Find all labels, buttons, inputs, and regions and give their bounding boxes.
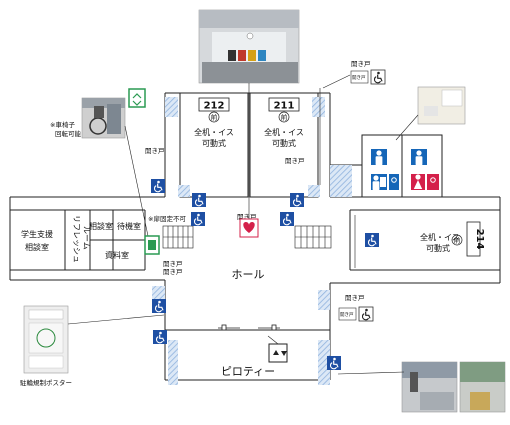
room-214-number: 214 xyxy=(474,229,485,250)
room-211-seat: 全机・イス xyxy=(264,127,304,137)
entrance-photo-1 xyxy=(401,361,458,413)
toilet-wc-2 xyxy=(389,174,399,190)
student-support-label: 学生支援 xyxy=(21,229,53,239)
bicycle-poster-label: 駐輪規制ポスター xyxy=(20,378,72,387)
documents-label: 資料室 xyxy=(105,250,129,260)
wheelchair-icon-9 xyxy=(190,211,206,227)
entrance-photo-2 xyxy=(459,361,506,413)
consult-room-label: 相談室 xyxy=(25,242,49,252)
waiting-label: 待機室 xyxy=(117,221,141,231)
poster-photo xyxy=(23,305,69,374)
open-door-label-1: 開き戸 xyxy=(145,147,165,155)
room-212-number: 212 xyxy=(204,101,225,112)
room-212: 212 前 全机・イス 可動式 xyxy=(194,97,234,148)
door-badge-top-right: 開き戸 xyxy=(350,69,386,85)
consult-label: 相談室 xyxy=(89,221,113,231)
piloti-label: ピロティー xyxy=(221,365,275,378)
open-door-label-4: 開き戸 xyxy=(237,213,257,221)
door-fixed-note: ※扉固定不可 xyxy=(148,214,186,223)
toilet-male-1 xyxy=(371,149,387,166)
hall-label: ホール xyxy=(232,268,265,281)
wheelchair-icon-5 xyxy=(364,232,380,248)
room-214-seat: 全机・イス xyxy=(420,232,460,242)
room-211-number: 211 xyxy=(274,101,295,112)
heart-icon xyxy=(239,218,259,238)
door-badge-top-right-label: 開き戸 xyxy=(352,75,366,81)
open-door-label-5: 開き戸 xyxy=(163,260,183,268)
room-214-mark: 前 xyxy=(454,235,461,244)
wheelchair-photo xyxy=(81,97,126,139)
door-badge-lower-right-label: 開き戸 xyxy=(340,312,354,318)
wheelchair-icon-7 xyxy=(151,298,167,314)
toilet-male-2 xyxy=(411,149,427,166)
room-212-movable: 可動式 xyxy=(202,138,226,148)
room-212-seat: 全机・イス xyxy=(194,127,234,137)
open-door-label-3: 開き戸 xyxy=(351,60,371,68)
refresh-label-1: リフレッシュ xyxy=(72,215,81,263)
wheelchair-turn-note-1: ※車椅子 xyxy=(50,120,75,129)
stairs-left xyxy=(162,225,194,249)
wheelchair-icon-6 xyxy=(150,178,166,194)
wheelchair-icon-3 xyxy=(152,329,168,345)
toilet-wc-1 xyxy=(371,174,387,191)
door-badge-lower-right: 開き戸 xyxy=(338,306,374,322)
entrance-elevator-icon xyxy=(268,343,288,363)
left-rooms: 学生支援 相談室 リフレッシュ ルーム 相談室 待機室 資料室 xyxy=(21,215,141,263)
wheelchair-icon-8 xyxy=(279,211,295,227)
open-door-label-7: 開き戸 xyxy=(163,268,183,276)
room-211: 211 前 全机・イス 可動式 xyxy=(264,97,304,148)
open-door-label-6: 開き戸 xyxy=(345,294,365,302)
wheelchair-icon-2 xyxy=(289,192,305,208)
wheelchair-turn-note-2: 回転可能 xyxy=(55,129,82,138)
toilet-female xyxy=(411,174,425,190)
room-211-mark: 前 xyxy=(281,112,288,121)
room-214-movable: 可動式 xyxy=(426,243,450,253)
elevator-badge-top xyxy=(128,88,146,108)
elevator-left xyxy=(144,235,160,255)
toilet-female-accessible xyxy=(427,174,439,190)
stairs-right xyxy=(294,225,332,249)
refresh-label-2: ルーム xyxy=(82,226,91,250)
wheelchair-icon-1 xyxy=(191,192,207,208)
room-214: 214 前 全机・イス 可動式 xyxy=(420,221,485,257)
top-photo xyxy=(198,9,300,84)
wheelchair-icon-4 xyxy=(326,355,342,371)
room-212-mark: 前 xyxy=(211,112,218,121)
open-door-label-2: 開き戸 xyxy=(285,157,305,165)
room-211-movable: 可動式 xyxy=(272,138,296,148)
entrance-doors xyxy=(218,324,280,331)
toilet-photo xyxy=(417,86,466,125)
